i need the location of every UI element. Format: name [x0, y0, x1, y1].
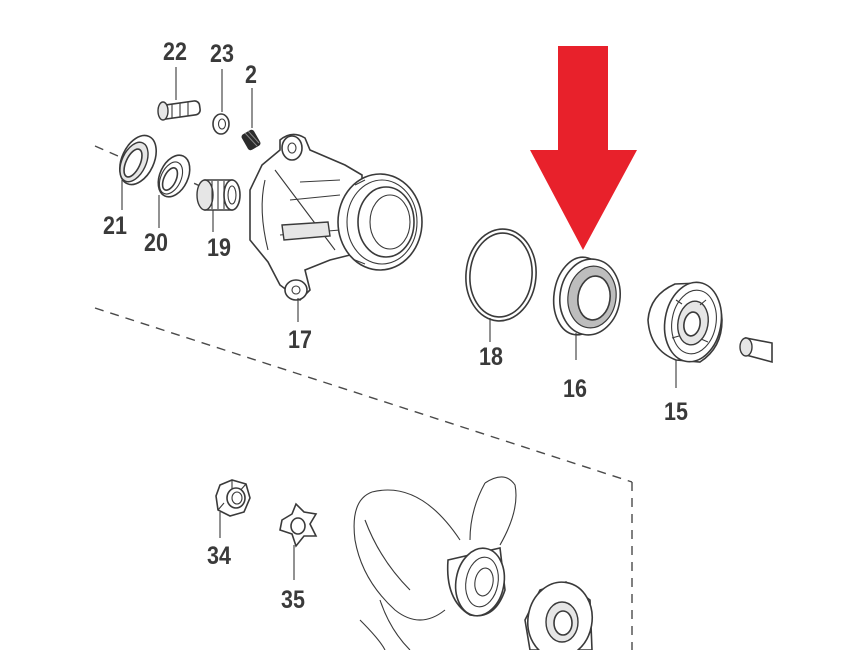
part-spacer-bottom — [524, 581, 593, 650]
part-35-tab-washer[interactable] — [279, 502, 318, 548]
part-20-ring[interactable] — [152, 150, 196, 202]
part-22-bolt[interactable] — [157, 100, 201, 121]
label-17: 17 — [288, 326, 312, 354]
part-23-washer[interactable] — [212, 113, 230, 135]
label-18: 18 — [479, 343, 503, 371]
part-2-setscrew[interactable] — [240, 129, 261, 152]
label-16: 16 — [563, 375, 587, 403]
part-34-nut[interactable] — [215, 479, 251, 517]
part-pin-partial — [739, 337, 773, 364]
part-18-oring[interactable] — [462, 226, 540, 324]
label-19: 19 — [207, 234, 231, 262]
label-21: 21 — [103, 212, 127, 240]
part-15-thrust-hub[interactable] — [647, 278, 728, 367]
propeller — [353, 476, 517, 650]
label-20: 20 — [144, 229, 168, 257]
label-35: 35 — [281, 586, 305, 614]
part-19-needle-bearing[interactable] — [196, 179, 241, 211]
label-22: 22 — [163, 38, 187, 66]
label-34: 34 — [207, 542, 231, 570]
label-15: 15 — [664, 398, 688, 426]
part-21-seal[interactable] — [113, 130, 164, 191]
part-16-bearing[interactable] — [549, 254, 625, 339]
part-17-carrier-housing[interactable] — [249, 133, 423, 302]
label-23: 23 — [210, 40, 234, 68]
label-2: 2 — [245, 61, 257, 89]
highlight-arrow — [530, 46, 637, 250]
